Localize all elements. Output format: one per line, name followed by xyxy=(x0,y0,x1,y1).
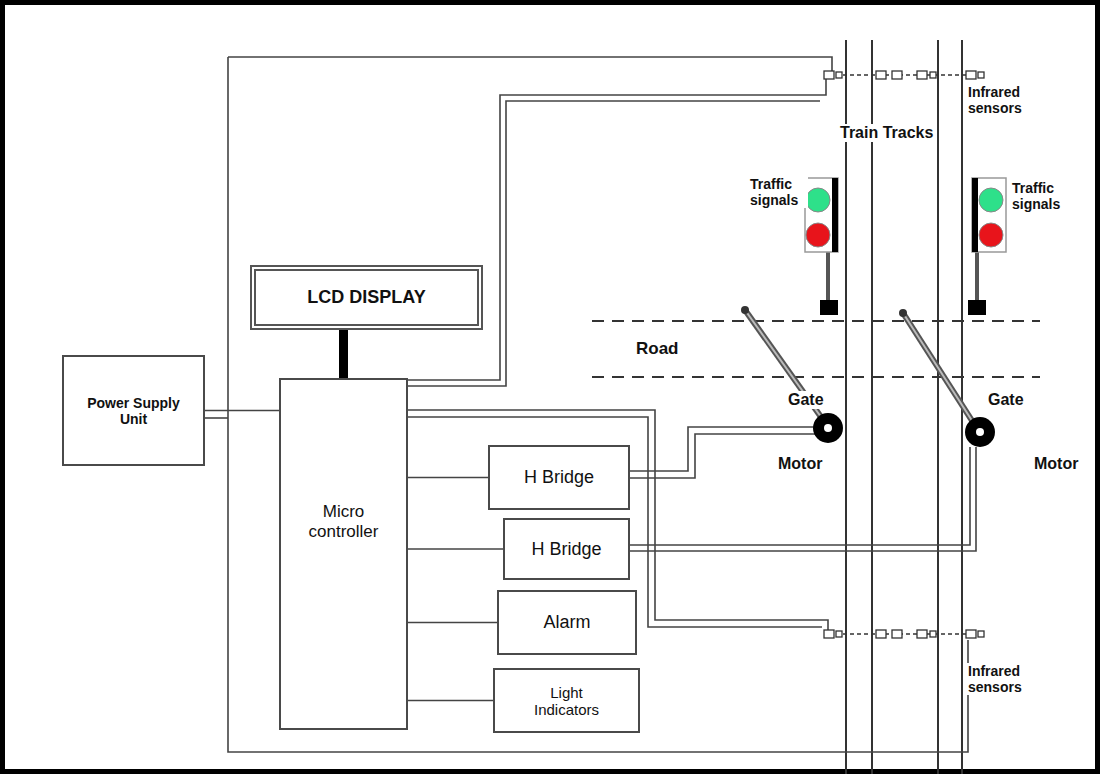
infrared-sensor xyxy=(824,630,984,638)
box-text: Micro controller xyxy=(294,502,394,542)
motor-label: Motor xyxy=(776,455,824,473)
infrared-sensor xyxy=(824,71,984,79)
traffic-signal xyxy=(805,178,838,315)
gate-arm xyxy=(741,306,978,430)
gate-label: Gate xyxy=(786,391,826,409)
display-box: LCD DISPLAY xyxy=(250,265,483,330)
box-text: H Bridge xyxy=(531,539,601,560)
wire-connector xyxy=(408,622,497,624)
road-edge xyxy=(592,321,1040,377)
sensor-label: Infrared sensors xyxy=(966,663,1050,695)
data-bus xyxy=(339,330,348,378)
driver-box: H Bridge xyxy=(488,445,630,510)
track-label: Train Tracks xyxy=(838,124,935,142)
wire-connector xyxy=(408,477,488,479)
sensor-label: Infrared sensors xyxy=(966,84,1050,116)
power-supply-box: Power Supply Unit xyxy=(62,355,205,466)
wire-connector xyxy=(408,548,503,550)
driver-box: H Bridge xyxy=(503,518,630,580)
train-tracks xyxy=(846,40,962,774)
wire-connector xyxy=(205,410,279,412)
traffic-signal xyxy=(968,178,1006,315)
motor-label: Motor xyxy=(1032,455,1080,473)
controller-box: Micro controller xyxy=(279,378,408,730)
alarm-box: Alarm xyxy=(497,590,637,655)
outer-frame xyxy=(3,3,1098,772)
box-text: Light Indicators xyxy=(522,684,612,718)
box-text: Alarm xyxy=(543,612,590,633)
wire-connector xyxy=(408,700,493,702)
wire xyxy=(205,57,976,752)
motor-symbol xyxy=(813,413,995,447)
road-label: Road xyxy=(634,339,681,359)
box-text: LCD DISPLAY xyxy=(307,287,425,308)
box-text: H Bridge xyxy=(524,467,594,488)
signal-label: Traffic signals xyxy=(1010,180,1084,212)
indicator-box: Light Indicators xyxy=(493,668,640,733)
gate-label: Gate xyxy=(986,391,1026,409)
signal-label: Traffic signals xyxy=(748,176,808,208)
box-text: Power Supply Unit xyxy=(84,395,184,427)
